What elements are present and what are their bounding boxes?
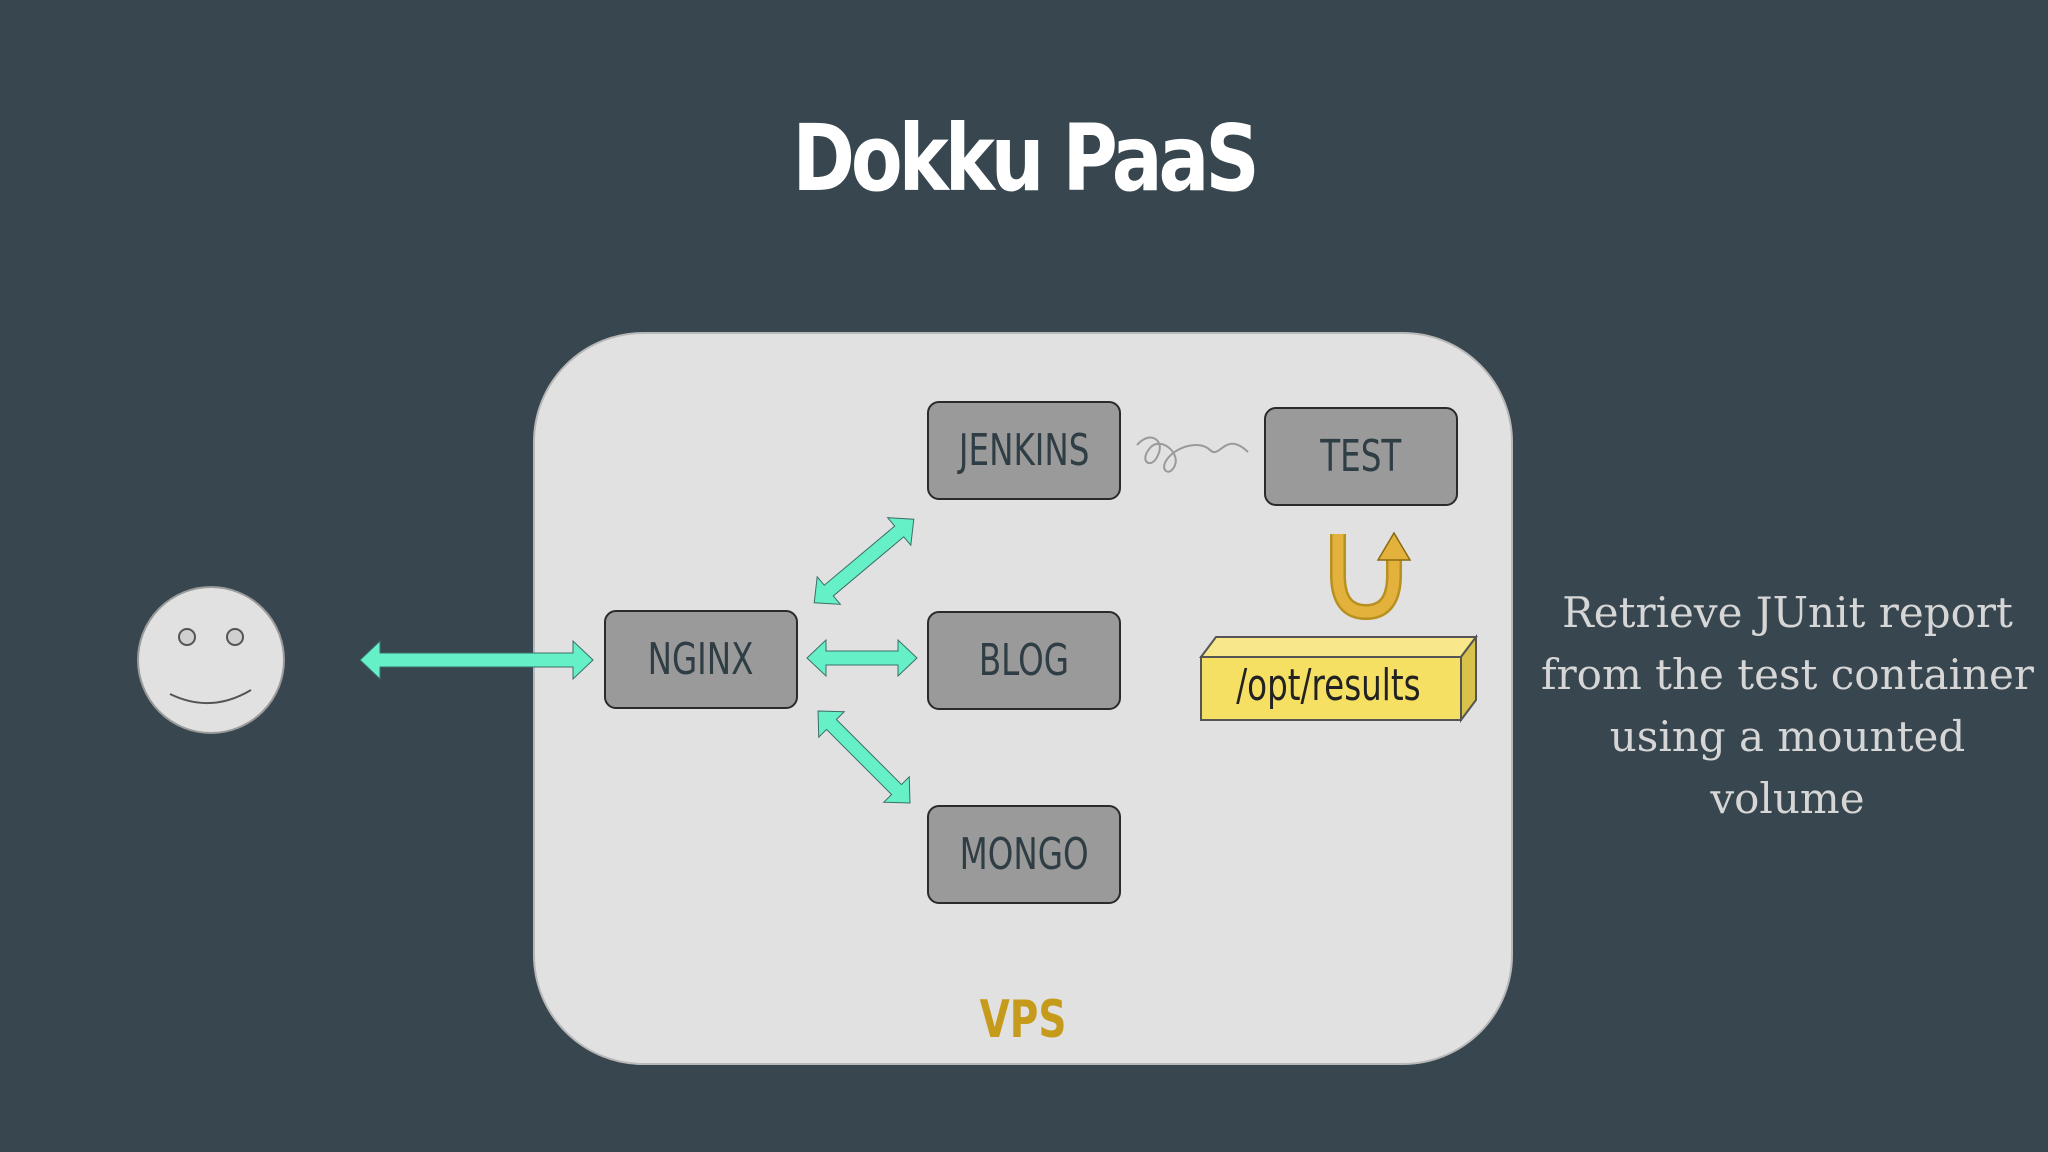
node-mongo-label: MONGO — [959, 829, 1089, 880]
user-nginx-arrow — [359, 639, 594, 681]
nginx-mongo-arrow — [817, 710, 911, 804]
node-blog: BLOG — [927, 611, 1121, 710]
node-nginx-label: NGINX — [648, 634, 754, 685]
volume-box — [1199, 634, 1478, 723]
nginx-blog-arrow — [806, 638, 918, 678]
node-test: TEST — [1264, 407, 1458, 506]
squiggle-icon — [1136, 436, 1249, 473]
node-nginx: NGINX — [604, 610, 798, 709]
node-mongo: MONGO — [927, 805, 1121, 904]
node-jenkins-label: JENKINS — [958, 425, 1090, 476]
smiley-face-icon — [137, 586, 285, 734]
node-jenkins: JENKINS — [927, 401, 1121, 500]
page-title: Dokku PaaS — [792, 105, 1259, 212]
volume-label: /opt/results — [1236, 660, 1421, 711]
u-turn-arrow-icon — [1330, 531, 1412, 621]
nginx-jenkins-arrow — [813, 517, 915, 605]
side-note: Retrieve JUnit report from the test cont… — [1541, 588, 2034, 823]
vps-label: VPS — [979, 990, 1067, 1050]
node-blog-label: BLOG — [978, 635, 1070, 686]
node-test-label: TEST — [1320, 431, 1402, 482]
